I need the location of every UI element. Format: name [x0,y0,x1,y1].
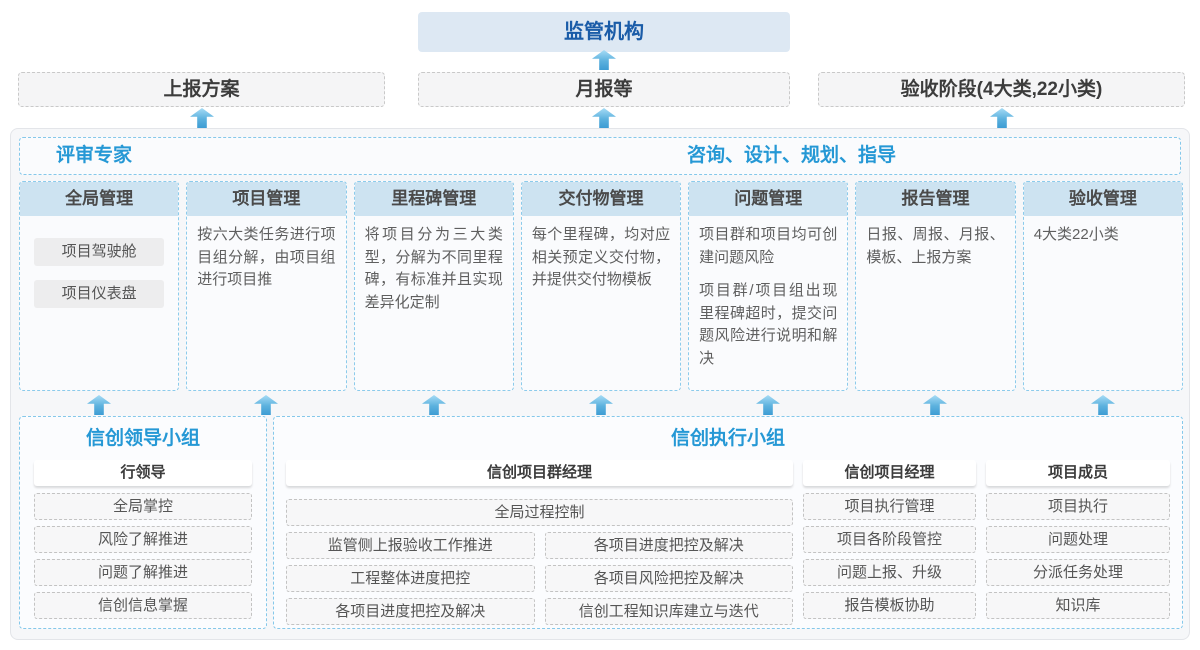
arrow-up-icon [923,395,947,415]
feature-columns: 全局管理 项目驾驶舱 项目仪表盘 项目管理 按六大类任务进行项目组分解，由项目组… [19,181,1183,391]
column-body: 按六大类任务进行项目组分解，由项目组进行项目推 [187,216,345,311]
duty-item: 信创工程知识库建立与迭代 [544,598,793,625]
lead-group-panel: 信创领导小组 行领导 全局掌控 风险了解推进 问题了解推进 信创信息掌握 [19,416,267,629]
program-manager-duties: 监管侧上报验收工作推进 各项目进度把控及解决 工程整体进度把控 各项目风险把控及… [286,532,793,625]
column-global-management: 全局管理 项目驾驶舱 项目仪表盘 [19,181,180,391]
review-experts-label: 评审专家 [56,145,133,166]
exec-group-panel: 信创执行小组 信创项目群经理 全局过程控制 监管侧上报验收工作推进 各项目进度把… [273,416,1183,629]
column-title: 项目管理 [187,182,346,216]
role-project-manager: 信创项目经理 [803,460,976,486]
duty-item: 报告模板协助 [803,592,976,619]
role-program-manager: 信创项目群经理 [286,460,793,486]
feature-item: 项目仪表盘 [34,280,165,308]
exec-group-title: 信创执行小组 [670,428,785,449]
arrow-up-icon [1091,395,1115,415]
duty-item: 全局掌控 [34,493,252,520]
arrow-up-icon [254,395,278,415]
duty-item: 全局过程控制 [286,499,793,526]
column-body: 4大类22小类 [1024,216,1182,266]
lead-group-items: 全局掌控 风险了解推进 问题了解推进 信创信息掌握 [20,493,266,619]
duty-item: 问题了解推进 [34,559,252,586]
duty-item: 项目执行 [986,493,1170,520]
column-description: 4大类22小类 [1033,226,1119,243]
project-member-column: 项目成员 项目执行 问题处理 分派任务处理 知识库 [986,460,1170,625]
program-manager-column: 信创项目群经理 全局过程控制 监管侧上报验收工作推进 各项目进度把控及解决 工程… [286,460,793,625]
project-manager-column: 信创项目经理 项目执行管理 项目各阶段管控 问题上报、升级 报告模板协助 [803,460,976,625]
column-deliverable-management: 交付物管理 每个里程碑，均对应相关预定义交付物，并提供交付物模板 [520,181,682,391]
duty-item: 问题上报、升级 [803,559,976,586]
column-acceptance-management: 验收管理 4大类22小类 [1022,181,1183,391]
duty-item: 工程整体进度把控 [286,565,535,592]
column-title: 交付物管理 [521,182,681,216]
role-project-member: 项目成员 [986,460,1170,486]
project-member-duties: 项目执行 问题处理 分派任务处理 知识库 [986,493,1170,619]
arrow-up-icon [990,108,1014,128]
column-body: 将项目分为三大类型，分解为不同里程碑，有标准并且实现差异化定制 [355,216,513,333]
duty-item: 监管侧上报验收工作推进 [286,532,535,559]
role-bank-leader: 行领导 [34,460,252,486]
column-body: 日报、周报、月报、模板、上报方案 [856,216,1014,288]
output-box-monthly-report: 月报等 [418,72,790,107]
arrow-up-icon [592,50,616,70]
exec-group-columns: 信创项目群经理 全局过程控制 监管侧上报验收工作推进 各项目进度把控及解决 工程… [274,454,1182,625]
duty-item: 分派任务处理 [986,559,1170,586]
column-description: 按六大类任务进行项目组分解，由项目组进行项目推 [197,226,336,288]
column-body: 项目群和项目均可创建问题风险 项目群/项目组出现里程碑超时，提交问题风险进行说明… [689,216,847,389]
column-description: 每个里程碑，均对应相关预定义交付物，并提供交付物模板 [531,226,671,288]
arrow-up-icon [592,108,616,128]
column-body: 每个里程碑，均对应相关预定义交付物，并提供交付物模板 [522,216,680,311]
consulting-design-label: 咨询、设计、规划、指导 [687,145,897,166]
column-description: 项目群/项目组出现里程碑超时，提交问题风险进行说明和解决 [699,282,838,367]
duty-item: 项目执行管理 [803,493,976,520]
duty-item: 信创信息掌握 [34,592,252,619]
platform-panel: 评审专家 咨询、设计、规划、指导 全局管理 项目驾驶舱 项目仪表盘 项目管理 按… [10,128,1190,640]
arrow-up-icon [589,395,613,415]
arrow-up-icon [422,395,446,415]
output-box-report-plan: 上报方案 [18,72,385,107]
feature-item: 项目驾驶舱 [34,238,165,266]
project-manager-duties: 项目执行管理 项目各阶段管控 问题上报、升级 报告模板协助 [803,493,976,619]
column-title: 全局管理 [20,182,179,216]
column-title: 验收管理 [1023,182,1182,216]
column-description: 项目群和项目均可创建问题风险 [699,226,838,266]
duty-item: 各项目进度把控及解决 [544,532,793,559]
column-report-management: 报告管理 日报、周报、月报、模板、上报方案 [855,181,1016,391]
output-box-acceptance-stage: 验收阶段(4大类,22小类) [818,72,1185,107]
column-issue-management: 问题管理 项目群和项目均可创建问题风险 项目群/项目组出现里程碑超时，提交问题风… [688,181,849,391]
duty-item: 各项目进度把控及解决 [286,598,535,625]
duty-item: 问题处理 [986,526,1170,553]
duty-item: 风险了解推进 [34,526,252,553]
duty-item: 各项目风险把控及解决 [544,565,793,592]
column-description: 将项目分为三大类型，分解为不同里程碑，有标准并且实现差异化定制 [364,226,503,311]
column-milestone-management: 里程碑管理 将项目分为三大类型，分解为不同里程碑，有标准并且实现差异化定制 [353,181,514,391]
duty-item: 知识库 [986,592,1170,619]
column-body: 项目驾驶舱 项目仪表盘 [20,216,178,316]
lead-group-title: 信创领导小组 [85,428,200,449]
column-title: 问题管理 [689,182,848,216]
arrow-up-icon [87,395,111,415]
column-title: 里程碑管理 [354,182,513,216]
column-description: 日报、周报、月报、模板、上报方案 [866,226,1005,266]
column-title: 报告管理 [856,182,1015,216]
duty-item: 项目各阶段管控 [803,526,976,553]
experts-strip: 评审专家 咨询、设计、规划、指导 [19,137,1181,175]
regulator-box: 监管机构 [418,12,790,52]
arrow-up-icon [190,108,214,128]
column-project-management: 项目管理 按六大类任务进行项目组分解，由项目组进行项目推 [186,181,347,391]
arrow-up-icon [756,395,780,415]
